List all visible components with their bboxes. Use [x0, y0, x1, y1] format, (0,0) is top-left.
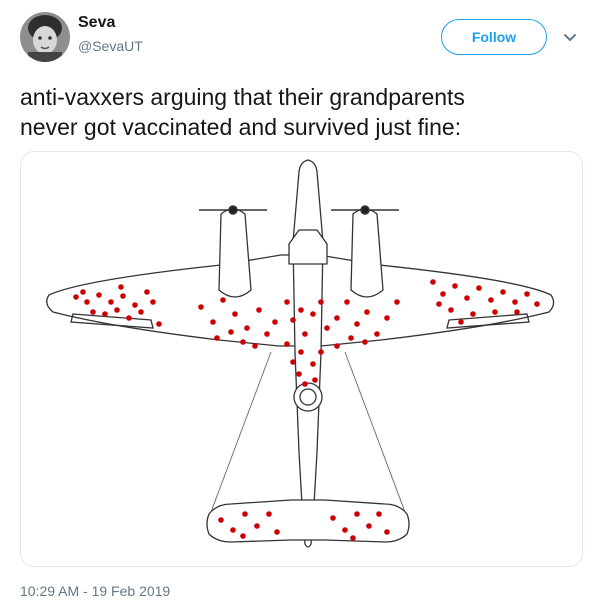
follow-button[interactable]: Follow [441, 19, 547, 55]
tweet-text-line: never got vaccinated and survived just f… [20, 114, 462, 140]
tweet-media-image[interactable] [20, 151, 583, 567]
avatar[interactable] [20, 12, 70, 62]
chevron-down-icon [564, 34, 576, 41]
tweet-text-line: anti-vaxxers arguing that their grandpar… [20, 84, 465, 110]
tweet-text: anti-vaxxers arguing that their grandpar… [20, 82, 590, 142]
more-options-button[interactable] [559, 26, 581, 48]
author-display-name[interactable]: Seva [78, 14, 116, 31]
airplane-bullet-holes-diagram [46, 159, 555, 548]
tweet-timestamp[interactable]: 10:29 AM - 19 Feb 2019 [20, 583, 171, 599]
avatar-photo-icon [20, 12, 70, 62]
author-handle[interactable]: @SevaUT [78, 38, 143, 54]
